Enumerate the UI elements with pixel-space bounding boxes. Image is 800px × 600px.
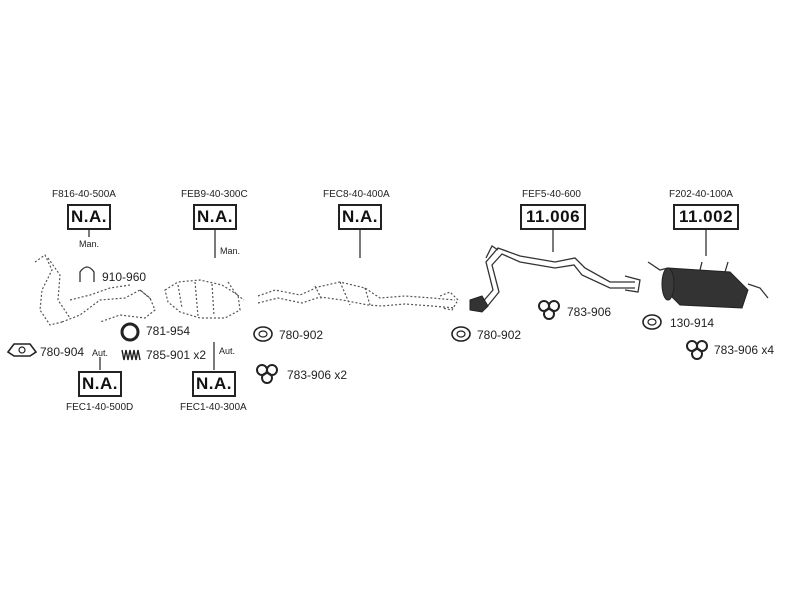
accessory-label[interactable]: 780-904 xyxy=(40,345,85,359)
u-clamp-icon xyxy=(79,266,95,282)
rubber-mount-icon xyxy=(686,340,708,360)
part-code: F202-40-100A xyxy=(669,189,733,200)
accessory-label[interactable]: 130-914 xyxy=(670,316,715,330)
spring-icon xyxy=(121,349,141,361)
accessory-label[interactable]: 783-906 xyxy=(567,305,612,319)
ring-gasket-icon xyxy=(120,322,140,342)
oval-gasket-icon xyxy=(451,326,471,342)
accessory-label[interactable]: 780-902 xyxy=(279,328,324,342)
price-box[interactable]: N.A. xyxy=(78,371,122,397)
part-code: F816-40-500A xyxy=(52,189,116,200)
transmission-note: Man. xyxy=(79,239,100,249)
price-box[interactable]: N.A. xyxy=(67,204,111,230)
accessory-label[interactable]: 780-902 xyxy=(477,328,522,342)
part-code: FEC8-40-400A xyxy=(323,189,390,200)
transmission-note: Aut. xyxy=(92,348,109,358)
rubber-mount-icon xyxy=(538,300,560,320)
price-box[interactable]: N.A. xyxy=(192,371,236,397)
price-box[interactable]: 11.002 xyxy=(673,204,739,230)
oval-gasket-icon xyxy=(253,326,273,342)
part-code: FEF5-40-600 xyxy=(522,189,581,200)
part-code: FEB9-40-300C xyxy=(181,189,248,200)
center-pipe-sketch xyxy=(257,281,459,311)
accessory-label[interactable]: 783-906 x2 xyxy=(287,368,348,382)
exhaust-manifold-sketch xyxy=(34,254,156,326)
part-code: FEC1-40-500D xyxy=(66,402,134,413)
accessory-label[interactable]: 910-960 xyxy=(102,270,147,284)
rubber-mount-icon xyxy=(256,364,278,384)
price-box[interactable]: 11.006 xyxy=(520,204,586,230)
accessory-label[interactable]: 781-954 xyxy=(146,324,191,338)
front-pipe-sketch xyxy=(164,279,245,319)
oval-gasket-icon xyxy=(642,314,662,330)
accessory-label[interactable]: 785-901 x2 xyxy=(146,348,207,362)
price-box[interactable]: N.A. xyxy=(193,204,237,230)
part-code: FEC1-40-300A xyxy=(180,402,247,413)
middle-pipe-drawing xyxy=(469,245,641,313)
flange-gasket-icon xyxy=(6,343,38,357)
accessory-label[interactable]: 783-906 x4 xyxy=(714,343,775,357)
price-box[interactable]: N.A. xyxy=(338,204,382,230)
rear-silencer-drawing xyxy=(647,261,769,309)
transmission-note: Man. xyxy=(220,246,241,256)
transmission-note: Aut. xyxy=(219,346,236,356)
